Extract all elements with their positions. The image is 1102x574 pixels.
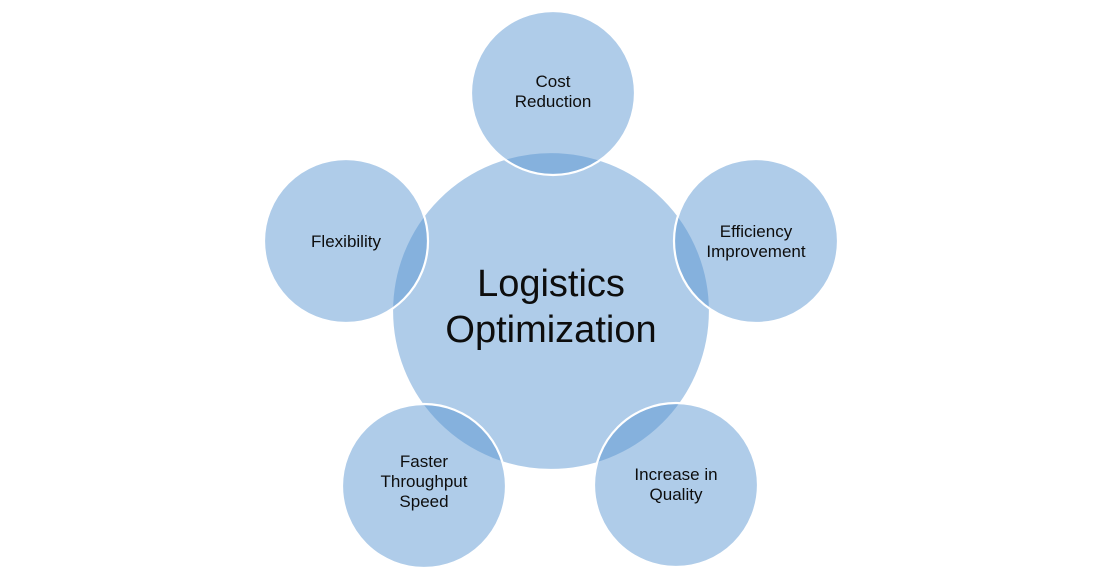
flexibility-label-line-1: Flexibility [311, 232, 381, 251]
increase-in-quality-label-line-1: Increase in [634, 465, 717, 484]
efficiency-improvement-label-line-2: Improvement [706, 242, 805, 261]
center-title-line-2: Optimization [445, 309, 656, 351]
increase-in-quality-circle [592, 401, 760, 569]
faster-throughput-speed-label-line-1: Faster [400, 452, 449, 471]
efficiency-improvement-label-line-1: Efficiency [720, 222, 793, 241]
cost-reduction-label-line-2: Reduction [515, 92, 592, 111]
faster-throughput-speed-label-line-2: Throughput [381, 472, 468, 491]
flexibility-circle [262, 157, 430, 325]
faster-throughput-speed-circle [340, 402, 508, 570]
center-title-line-1: Logistics [477, 263, 625, 305]
cost-reduction-circle [469, 9, 637, 177]
center-circle [390, 150, 712, 472]
cost-reduction-label-line-1: Cost [536, 72, 571, 91]
efficiency-improvement-circle [672, 157, 840, 325]
increase-in-quality-label-line-2: Quality [650, 485, 703, 504]
faster-throughput-speed-label-line-3: Speed [399, 492, 448, 511]
